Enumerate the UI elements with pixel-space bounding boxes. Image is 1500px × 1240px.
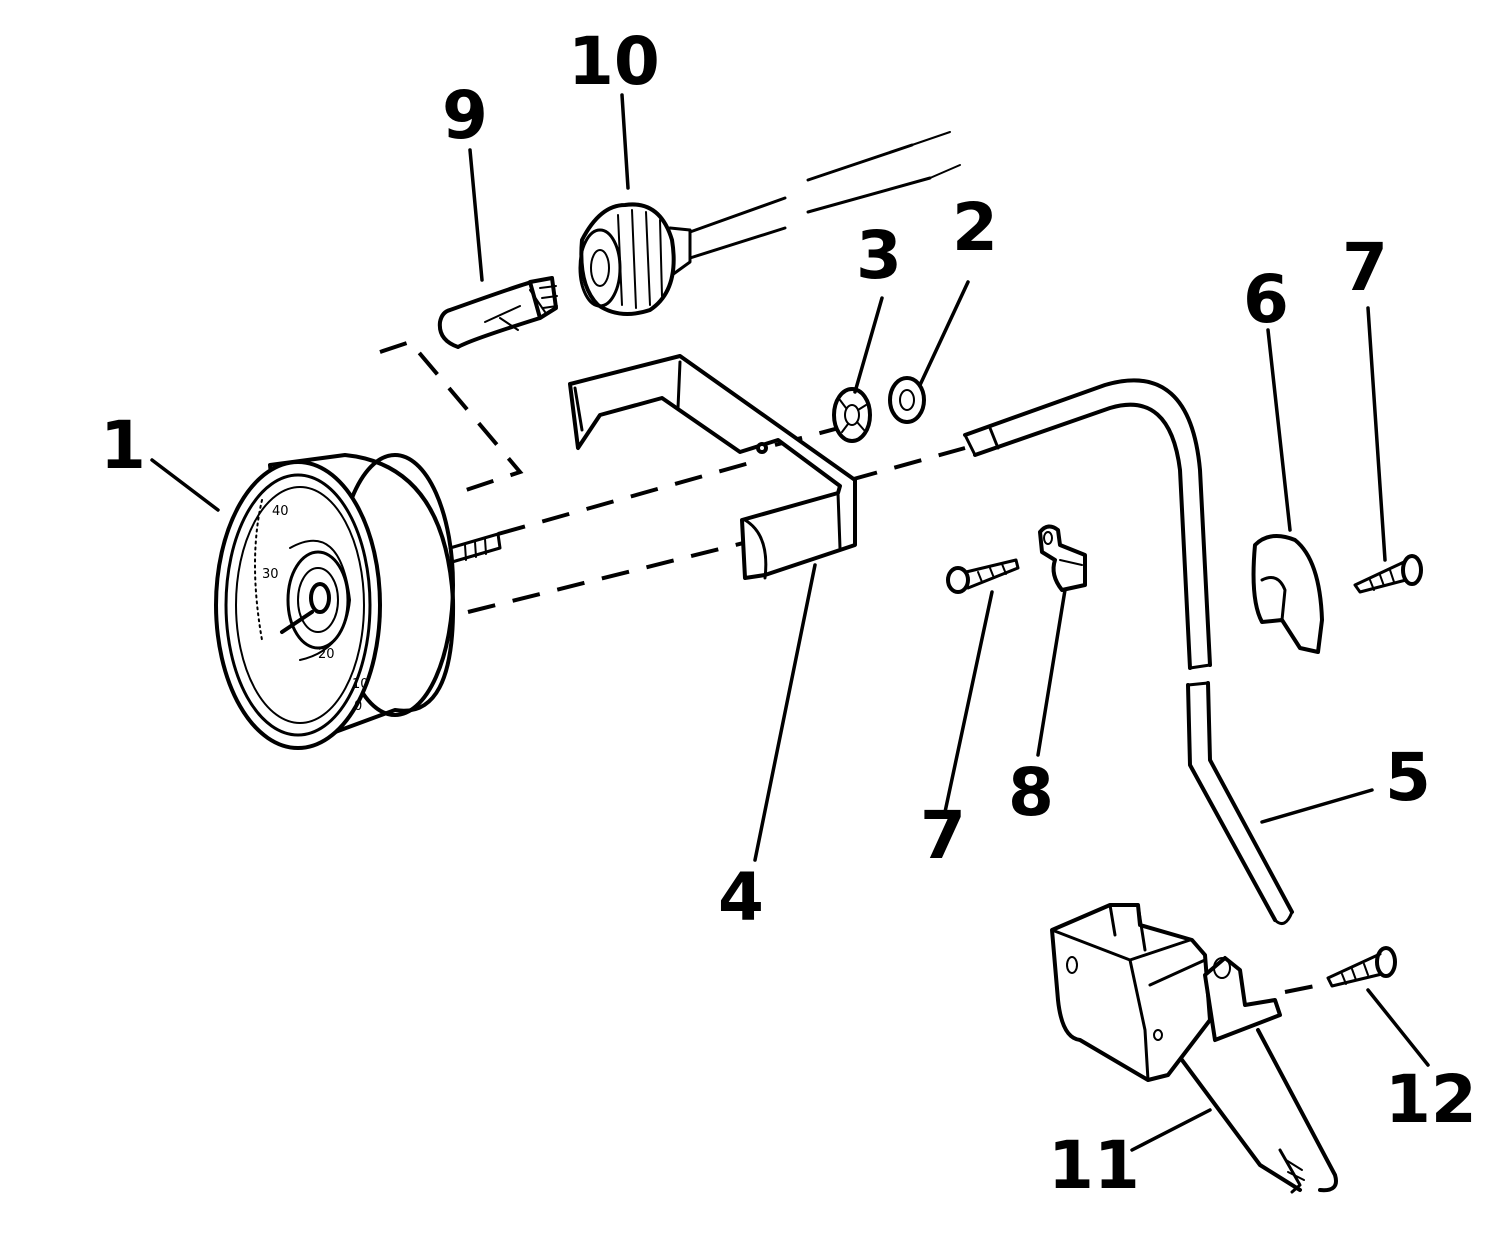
- callout-12: 12: [1385, 1061, 1477, 1138]
- part-1-gauge: 40 30 20 10 0: [214, 453, 502, 750]
- callout-7-right: 7: [1342, 229, 1388, 306]
- dial-mark: 30: [262, 567, 279, 582]
- callout-9: 9: [442, 77, 488, 154]
- part-11-sender: [1050, 903, 1338, 1194]
- callout-10: 10: [568, 23, 660, 100]
- part-3-lockwasher: [832, 387, 872, 443]
- part-10-socket: [578, 131, 961, 316]
- callout-6: 6: [1243, 261, 1289, 338]
- part-7-screw-left: [946, 558, 1020, 594]
- callout-4: 4: [718, 859, 764, 936]
- part-12-screw: [1326, 946, 1397, 988]
- part-7-screw-right: [1353, 554, 1423, 594]
- callout-3: 3: [856, 217, 902, 294]
- part-8-clamp: [1038, 524, 1087, 592]
- callout-labels: 1 2 3 4 5 6 7 7 8 9 10 11 12: [100, 23, 1477, 1204]
- part-6-clip: [1251, 534, 1324, 654]
- callout-8: 8: [1008, 754, 1054, 831]
- callout-1: 1: [100, 407, 146, 484]
- callout-5: 5: [1385, 739, 1431, 816]
- part-5-tube: [963, 378, 1294, 926]
- callout-2: 2: [952, 189, 998, 266]
- callout-11: 11: [1048, 1127, 1140, 1204]
- leader-lines: [150, 93, 1430, 1152]
- part-4-bracket: [568, 354, 857, 580]
- callout-7-left: 7: [920, 797, 966, 874]
- part-9-bulb: [437, 276, 558, 349]
- dial-mark: 10: [352, 677, 369, 692]
- dial-mark: 40: [272, 504, 289, 519]
- dial-mark: 0: [354, 699, 362, 714]
- part-2-nut: [888, 376, 926, 424]
